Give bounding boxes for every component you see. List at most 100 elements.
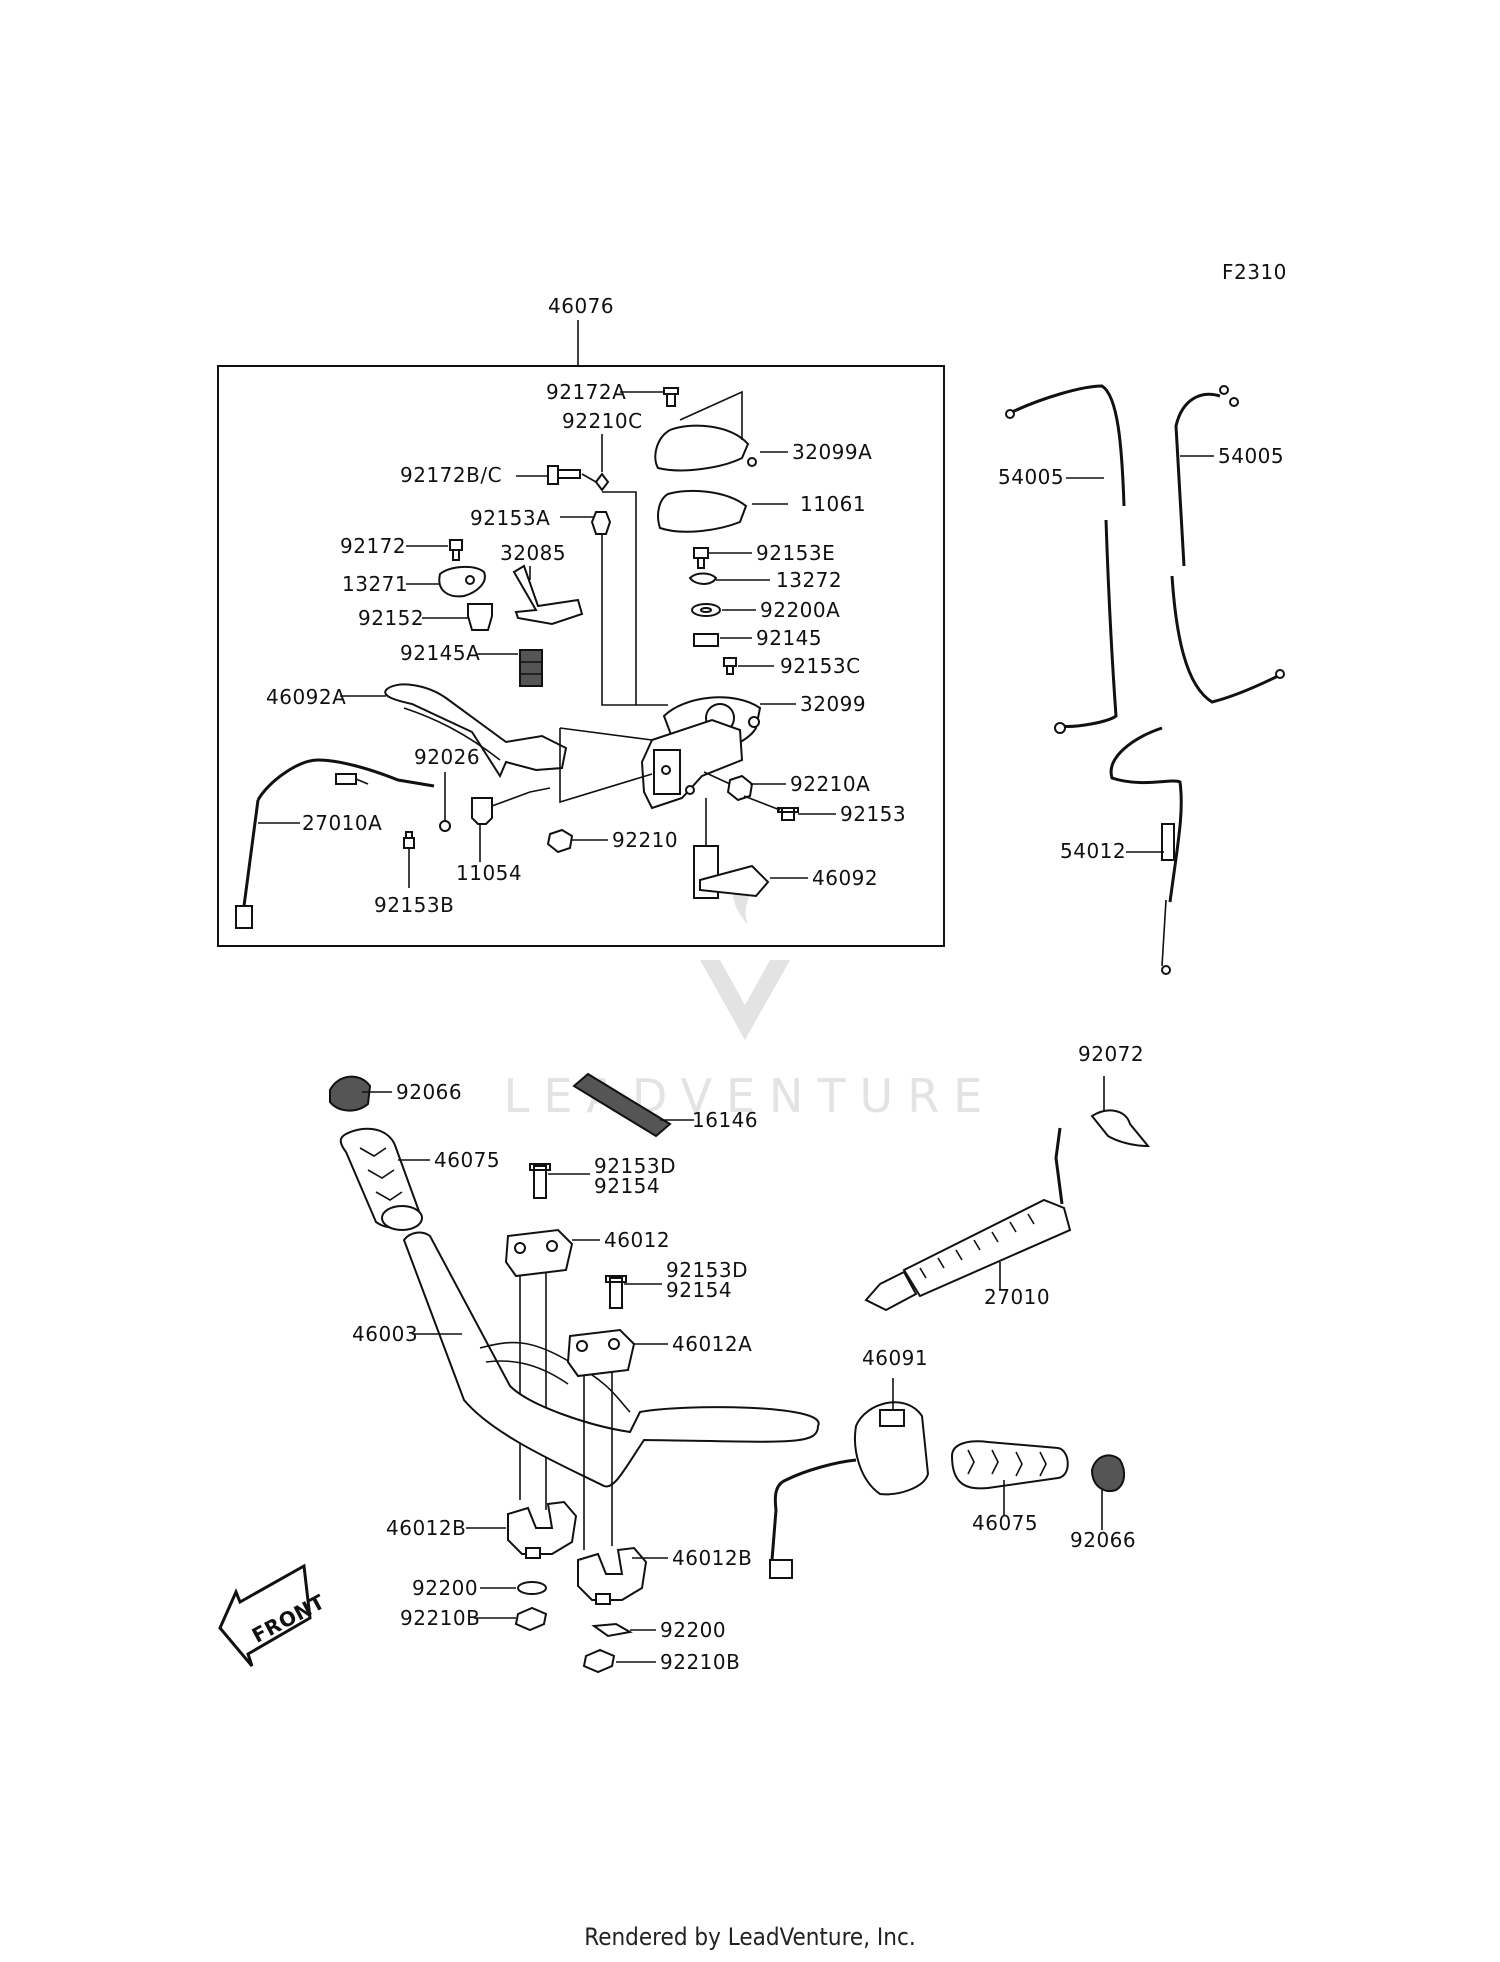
label-27010A: 27010A: [302, 811, 382, 835]
cover-32099A: [654, 424, 750, 472]
bar-end-92066-right: [1090, 1454, 1126, 1492]
assembly-parts: 92172A 92210C 32099A 92172B/C 11061 9215…: [235, 380, 906, 929]
handlebar-assembly: 92066 16146 46075 92153D 92154 46012 921…: [329, 1042, 1151, 1674]
label-46075-left: 46075: [434, 1148, 500, 1172]
holder-46012: [504, 1228, 574, 1278]
label-92153E: 92153E: [756, 541, 835, 565]
label-92154-lower: 92154: [666, 1278, 732, 1302]
label-46012A: 46012A: [672, 1332, 752, 1356]
spring-92145: [693, 633, 719, 647]
bolt-92153D-lower: [605, 1275, 627, 1309]
label-92210: 92210: [612, 828, 678, 852]
bar-end-92066-left: [329, 1075, 372, 1112]
switch-wire-27010A: [256, 758, 435, 801]
label-32099A: 32099A: [792, 440, 872, 464]
diagram-code: F2310: [1222, 260, 1287, 284]
label-92200A: 92200A: [760, 598, 840, 622]
label-46075-right: 46075: [972, 1511, 1038, 1535]
washer-92200-left: [517, 1581, 547, 1595]
label-92153C: 92153C: [780, 654, 861, 678]
watermark-logo-icon: [700, 960, 790, 1040]
plate-13271: [438, 566, 486, 598]
label-92026: 92026: [414, 745, 480, 769]
label-92172: 92172: [340, 534, 406, 558]
label-92172A: 92172A: [546, 380, 626, 404]
label-54005-left: 54005: [998, 465, 1064, 489]
label-11054: 11054: [456, 861, 522, 885]
label-92066-left: 92066: [396, 1080, 462, 1104]
label-92153B: 92153B: [374, 893, 454, 917]
label-92172BC: 92172B/C: [400, 463, 502, 487]
label-13272: 13272: [776, 568, 842, 592]
label-92210A: 92210A: [790, 772, 870, 796]
pin-92026: [439, 820, 451, 832]
nut-92210: [546, 828, 574, 854]
nut-92210B-right: [582, 1648, 616, 1674]
label-92154-upper: 92154: [594, 1174, 660, 1198]
label-46092A: 46092A: [266, 685, 346, 709]
label-92066-right: 92066: [1070, 1528, 1136, 1552]
throttle-cable-54005-right: [1174, 392, 1221, 567]
label-54012: 54012: [1060, 839, 1126, 863]
clamp-92072: [1090, 1109, 1151, 1148]
brake-cable-54012: [1109, 726, 1183, 903]
spring-92145A: [519, 649, 543, 687]
label-92210B-left: 92210B: [400, 1606, 480, 1630]
label-46091: 46091: [862, 1346, 928, 1370]
holder-46012A: [566, 1328, 636, 1378]
lever-46092A: [384, 683, 568, 779]
assembly-box: [217, 365, 945, 947]
gasket-11061: [657, 489, 748, 533]
assembly-label: 46076: [548, 294, 614, 318]
label-46012B-left: 46012B: [386, 1516, 466, 1540]
label-54005-right: 54005: [1218, 444, 1284, 468]
label-92153A: 92153A: [470, 506, 550, 530]
label-16146: 16146: [692, 1108, 758, 1132]
label-92153D-lower: 92153D: [666, 1258, 748, 1282]
label-46092: 46092: [812, 866, 878, 890]
label-13271: 13271: [342, 572, 408, 596]
bolt-92153: [777, 807, 799, 821]
label-92210B-right: 92210B: [660, 1650, 740, 1674]
switch-wire-27010: [1054, 1127, 1064, 1205]
label-92200-left: 92200: [412, 1576, 478, 1600]
bolt-92153E: [693, 547, 709, 569]
label-92200-right: 92200: [660, 1618, 726, 1642]
label-32099: 32099: [800, 692, 866, 716]
handlebar-46003: [402, 1231, 820, 1488]
bolt-92153D-upper: [529, 1163, 551, 1199]
nut-92210B-left: [514, 1606, 548, 1632]
throttle-cable-54005-left: [1011, 384, 1126, 507]
front-direction-marker: FRONT: [218, 1563, 329, 1667]
label-92153: 92153: [840, 802, 906, 826]
grip-46075-right: [950, 1440, 1069, 1490]
label-92072: 92072: [1078, 1042, 1144, 1066]
label-27010: 27010: [984, 1285, 1050, 1309]
cables: 54005 54005 54012: [998, 384, 1285, 975]
bracket-11054: [471, 797, 493, 825]
screw-92172: [449, 539, 463, 561]
label-92145A: 92145A: [400, 641, 480, 665]
label-32085: 32085: [500, 541, 566, 565]
label-92145: 92145: [756, 626, 822, 650]
bolt-92153A: [590, 511, 612, 535]
washer-92200-right: [591, 1622, 633, 1638]
screw-92172A: [663, 387, 679, 407]
label-92153D-upper: 92153D: [594, 1154, 676, 1178]
holder-46012B-right: [577, 1546, 648, 1601]
label-11061: 11061: [800, 492, 866, 516]
footer-credit: Rendered by LeadVenture, Inc.: [584, 1923, 915, 1951]
bolt-92172BC: [547, 465, 581, 485]
label-46012B-right: 46012B: [672, 1546, 752, 1570]
collar-92152: [467, 603, 493, 631]
sleeve-16146: [572, 1072, 672, 1138]
label-92210C: 92210C: [562, 409, 643, 433]
holder-46012B-left: [507, 1500, 578, 1555]
label-46003: 46003: [352, 1322, 418, 1346]
nut-92210C: [594, 472, 610, 492]
bolt-92153C: [723, 657, 737, 675]
label-92152: 92152: [358, 606, 424, 630]
bracket-32085: [512, 564, 584, 626]
switch-housing-46091: [854, 1401, 930, 1496]
